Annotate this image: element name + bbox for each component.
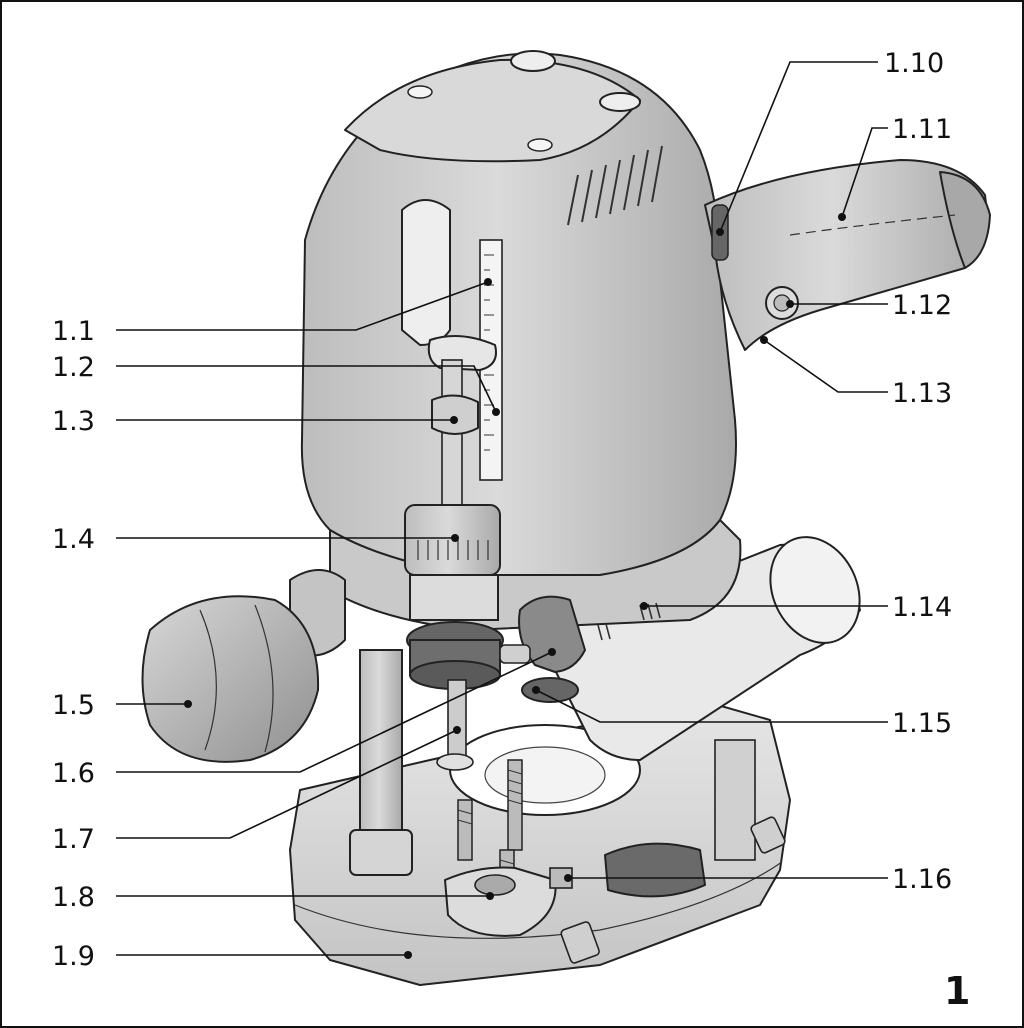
depth-stop-rod — [441, 359, 463, 511]
handle-left-knob — [141, 595, 320, 763]
depth-stop-slot — [401, 199, 451, 346]
chip-guard — [444, 866, 557, 937]
lever-base — [521, 677, 579, 703]
label-1-8: 1.8 — [52, 882, 95, 913]
label-1-13: 1.13 — [892, 378, 952, 409]
base-nut-front — [560, 921, 600, 964]
label-1-6: 1.6 — [52, 758, 95, 789]
label-1-2: 1.2 — [52, 352, 95, 383]
label-1-9: 1.9 — [52, 941, 95, 972]
label-1-15: 1.15 — [892, 708, 952, 739]
figure-number: 1 — [944, 969, 970, 1013]
label-1-1: 1.1 — [52, 316, 95, 347]
stop-rod — [447, 679, 467, 761]
label-1-10: 1.10 — [884, 48, 944, 79]
clamping-lever — [518, 595, 586, 673]
label-1-12: 1.12 — [892, 290, 952, 321]
depth-clamp — [431, 394, 479, 435]
label-1-3: 1.3 — [52, 406, 95, 437]
callouts: 1.1 1.2 1.3 1.4 1.5 1.6 1.7 1.8 1.9 1.10… — [52, 48, 970, 1013]
base-knob — [604, 842, 706, 898]
guide-column — [359, 649, 403, 851]
vent-slots — [567, 145, 663, 226]
label-1-5: 1.5 — [52, 690, 95, 721]
label-1-7: 1.7 — [52, 824, 95, 855]
router-illustration — [141, 50, 991, 986]
label-1-4: 1.4 — [52, 524, 95, 555]
label-1-14: 1.14 — [892, 592, 952, 623]
base-nut-right — [750, 816, 786, 854]
label-1-16: 1.16 — [892, 864, 952, 895]
label-1-11: 1.11 — [892, 114, 952, 145]
rear-post — [714, 739, 756, 861]
column-foot — [349, 829, 413, 876]
